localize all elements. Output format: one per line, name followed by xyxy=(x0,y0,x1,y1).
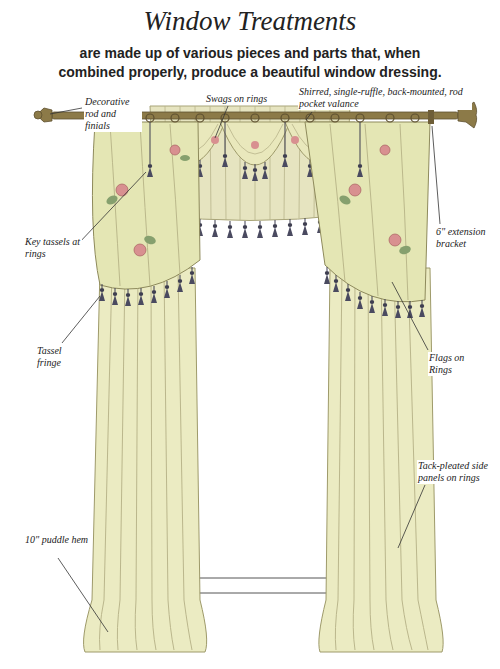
title: Window Treatments xyxy=(0,6,500,37)
part-label: Swags on rings xyxy=(205,93,287,105)
part-label: Shirred, single-ruffle, back-mounted, ro… xyxy=(298,86,472,110)
part-label: Flags on Rings xyxy=(428,352,480,376)
part-label: Tassel fringe xyxy=(36,345,84,369)
part-label: 6" extension bracket xyxy=(435,226,497,250)
part-label: Key tassels at rings xyxy=(24,236,82,260)
part-label: Tack-pleated side panels on rings xyxy=(417,460,497,484)
part-label: Decorative rod and finials xyxy=(84,96,142,132)
part-label: 10" puddle hem xyxy=(24,534,90,546)
subtitle: are made up of various pieces and parts … xyxy=(50,44,450,82)
